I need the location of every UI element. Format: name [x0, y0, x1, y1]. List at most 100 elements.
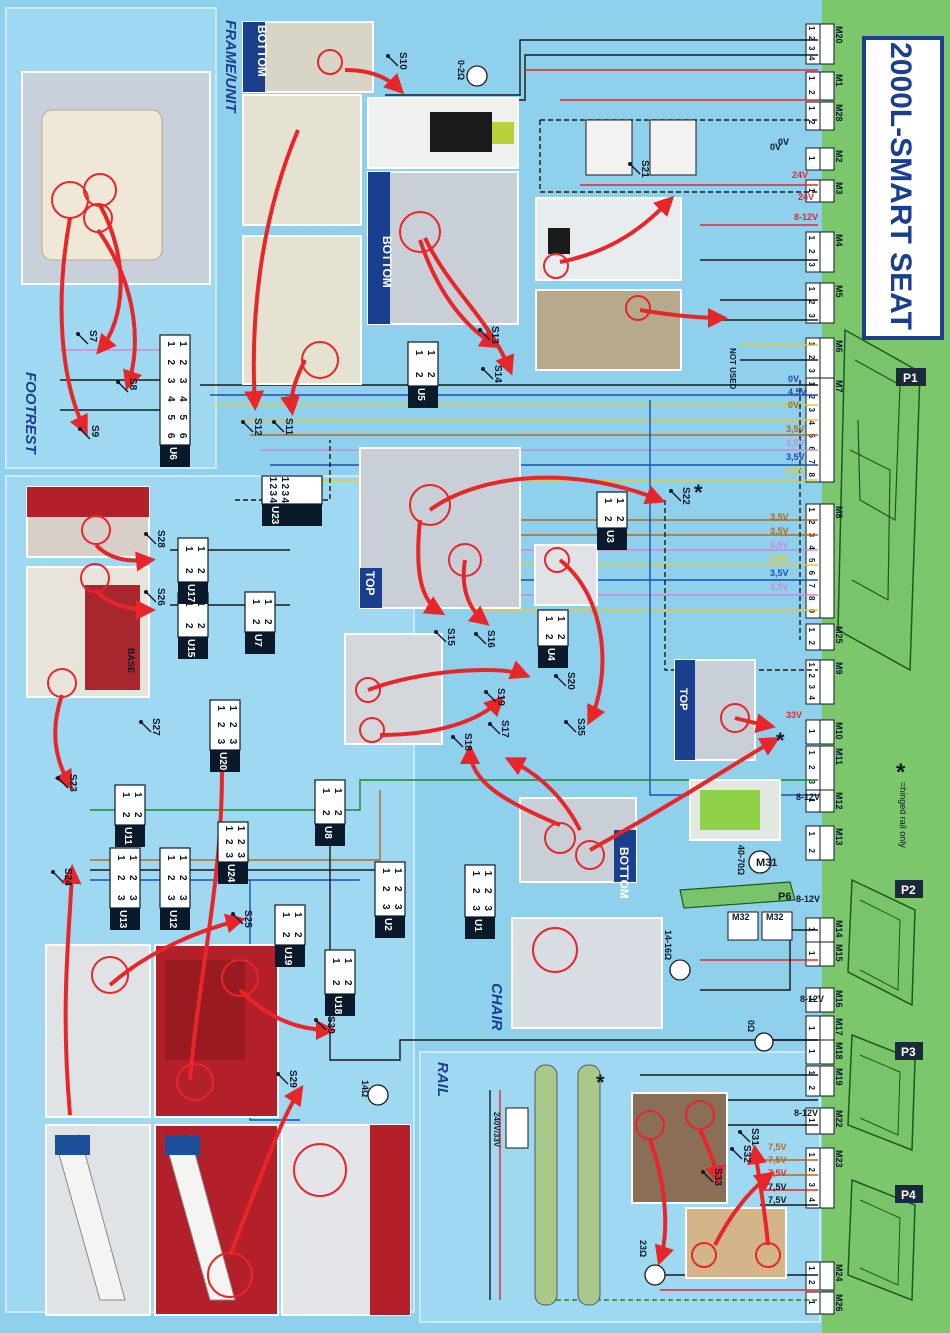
unit-pin: 3 — [482, 905, 493, 911]
photo-sensor-2 — [535, 289, 682, 371]
board-p3-label: P3 — [901, 1045, 916, 1059]
unit-pin: 3 — [235, 852, 246, 858]
unit-pin: 2 — [482, 888, 493, 894]
unit-pin: 3 — [177, 378, 188, 384]
photo-top-1: TOP — [359, 447, 521, 609]
voltage-labels: 24V24V8-12V0V0V4,5V0V3,5V3,5V3,5V3,5V3,5… — [768, 137, 824, 1205]
connector-pin: 7 — [807, 583, 816, 588]
connector-pin: 4 — [807, 56, 816, 61]
arrow — [713, 1171, 775, 1246]
unit-pin: 2 — [223, 839, 234, 845]
unit-pin: 3 — [165, 895, 176, 901]
board-p6-label: P6 — [778, 891, 791, 903]
connector-pin: 2 — [807, 520, 816, 525]
switch-label: S7 — [87, 330, 98, 343]
unit-pin: 2 — [342, 980, 353, 986]
unit-pin: 1 — [425, 350, 436, 356]
wire — [664, 500, 818, 671]
unit-label: U3 — [604, 530, 615, 543]
voltage-label: 8-12V — [796, 792, 820, 802]
switch-label: S21 — [639, 160, 650, 178]
connector-label: M7 — [834, 380, 844, 393]
photo-label-top-2: BOTTOM — [617, 847, 631, 899]
switch-s19: S19 — [484, 688, 506, 706]
unit-pin: 1 — [115, 855, 126, 861]
unit-label: U5 — [415, 388, 426, 401]
switch-s8: S8 — [116, 378, 138, 393]
unit-pin: 2 — [195, 568, 206, 574]
switch-s27: S27 — [139, 718, 161, 736]
unit-label: U6 — [167, 447, 178, 460]
connector-pin: 2 — [807, 849, 816, 854]
unit-pin: 2 — [330, 980, 341, 986]
voltage-label: 3,5V — [770, 526, 789, 536]
connector-label: M10 — [834, 722, 844, 740]
voltage-label: 0V — [788, 374, 799, 384]
arrow — [280, 359, 307, 416]
photo-label-bottom-1: BOTTOM — [255, 25, 269, 77]
wire — [90, 779, 818, 811]
photo-rail-2 — [685, 1207, 787, 1279]
arrow — [53, 694, 74, 791]
not-used-label: NOT USED — [728, 348, 737, 390]
unit-label: U13 — [117, 910, 128, 929]
footnote-text: =hinged rail only — [898, 782, 908, 848]
arrow — [698, 1129, 726, 1186]
voltage-label: 33V — [786, 710, 802, 720]
asterisk-hinged-1: * — [694, 480, 703, 505]
connector-pin: 1 — [807, 1026, 816, 1031]
switch-label: S26 — [155, 588, 166, 606]
connector-pin: 1 — [807, 156, 816, 161]
connector-label: M11 — [834, 748, 844, 765]
unit-pin: 3 — [267, 491, 278, 497]
unit-pin: 1 — [165, 855, 176, 861]
unit-pin: 2 — [177, 875, 188, 881]
unit-label: U11 — [122, 827, 133, 845]
switch-label: S35 — [575, 718, 586, 736]
switch-label: S10 — [397, 52, 408, 70]
switch-s20: S20 — [554, 672, 576, 690]
motor-icon — [669, 959, 691, 981]
photo-batteries — [585, 119, 697, 176]
voltage-label: 7,5V — [768, 1182, 787, 1192]
asterisk-hinged-2: * — [776, 728, 785, 753]
connector-pin: 1 — [807, 663, 816, 668]
connector-pin: 1 — [807, 106, 816, 111]
switch-label: S30 — [325, 1016, 336, 1034]
photo-chair-2 — [26, 563, 150, 698]
connector-pin: 2 — [807, 641, 816, 646]
voltage-label: 3,5V — [786, 424, 805, 434]
voltage-label: 24V — [798, 192, 814, 202]
unit-pin: 1 — [177, 341, 188, 347]
switch-s23: S23 — [56, 774, 78, 792]
connector-pin: 1 — [807, 1153, 816, 1158]
unit-pin: 2 — [195, 623, 206, 629]
connector-pin: 7 — [807, 460, 816, 465]
connector-label: M15 — [834, 944, 844, 962]
arrow — [461, 559, 490, 626]
voltage-label: 3,5V — [786, 452, 805, 462]
motor-icon — [466, 65, 488, 87]
voltage-label: 3,5V — [770, 568, 789, 578]
connector-pin: 2 — [807, 90, 816, 95]
photo-armrest-4 — [154, 1124, 279, 1316]
unit-label: U4 — [545, 648, 556, 661]
arrow — [93, 588, 156, 620]
unit-pin: 5 — [165, 415, 176, 421]
connector-pin: 4 — [807, 421, 816, 426]
photo-label-bottom-2: BOTTOM — [380, 236, 394, 288]
connector-pin: 9 — [807, 609, 816, 614]
motor-icon — [367, 1084, 389, 1106]
